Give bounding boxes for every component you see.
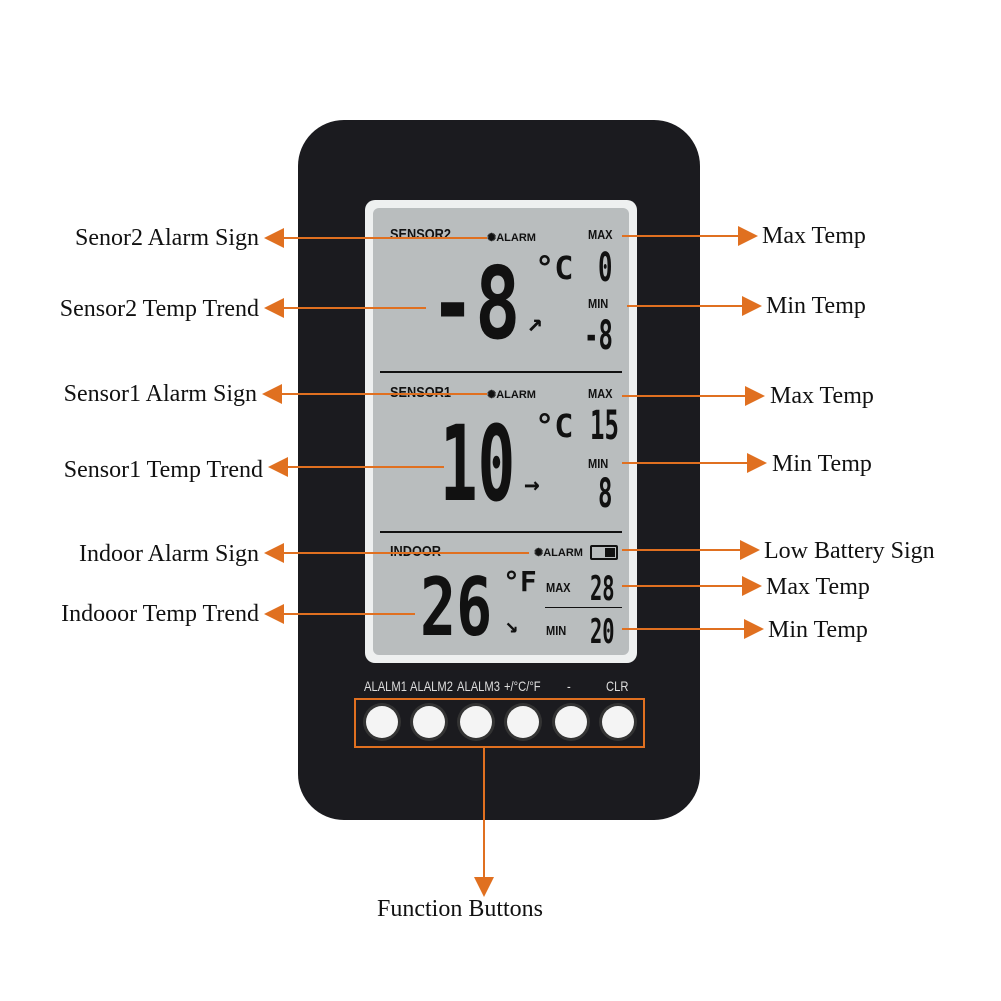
alarm3-button[interactable]: [460, 706, 492, 738]
indoor-alarm-icon: ✺ALARM: [534, 547, 583, 559]
button-label: ALALM2: [410, 678, 453, 694]
annotation-label: Sensor1 Temp Trend: [63, 457, 263, 483]
sensor2-alarm-icon: ✺ALARM: [487, 232, 536, 244]
annotation-label: Max Temp: [770, 383, 874, 409]
button-label: ALALM1: [364, 678, 407, 694]
indoor-max-value: 28: [590, 569, 615, 609]
low-battery-icon: [590, 545, 618, 560]
annotation-label: Senor2 Alarm Sign: [75, 225, 259, 251]
sensor1-min-label: MIN: [588, 456, 609, 471]
sensor1-min-value: 8: [598, 471, 613, 517]
annotation-label: Min Temp: [766, 293, 866, 319]
annotation-label: Min Temp: [772, 451, 872, 477]
annotation-label: Max Temp: [762, 223, 866, 249]
button-label: -: [567, 678, 571, 694]
annotation-label: Low Battery Sign: [764, 538, 935, 564]
sensor1-label: SENSOR1: [390, 384, 451, 401]
indoor-trend-arrow-icon: ↘: [505, 613, 519, 638]
indoor-unit: °F: [503, 565, 537, 598]
sensor1-max-value: 15: [590, 403, 619, 449]
sensor2-min-value: -8: [584, 313, 613, 359]
sensor1-alarm-icon: ✺ALARM: [487, 389, 536, 401]
annotation-label: Sensor2 Temp Trend: [59, 296, 259, 322]
annotation-label: Sensor1 Alarm Sign: [63, 381, 257, 407]
indoor-label: INDOOR: [390, 543, 441, 560]
sensor2-max-value: 0: [598, 245, 613, 291]
buttons-highlight-box: [354, 698, 645, 748]
sensor2-temp: -8: [430, 245, 521, 362]
sensor1-unit: °C: [535, 407, 574, 445]
indoor-min-label: MIN: [546, 623, 567, 638]
annotation-label: Max Temp: [766, 574, 870, 600]
sensor2-trend-arrow-icon: ↗: [527, 308, 543, 338]
indoor-min-value: 20: [590, 612, 615, 652]
function-buttons-label: Function Buttons: [377, 896, 544, 922]
divider: [380, 371, 622, 373]
sensor1-trend-arrow-icon: →: [524, 470, 540, 500]
sensor1-max-label: MAX: [588, 386, 613, 401]
minus-button[interactable]: [555, 706, 587, 738]
button-label: CLR: [606, 678, 629, 694]
plus-unit-button[interactable]: [507, 706, 539, 738]
alarm1-button[interactable]: [366, 706, 398, 738]
divider: [380, 531, 622, 533]
indoor-temp: 26: [420, 561, 493, 654]
sensor2-min-label: MIN: [588, 296, 609, 311]
button-label: +/°C/°F: [504, 678, 541, 694]
sensor1-temp: 10: [440, 403, 516, 525]
button-label: ALALM3: [457, 678, 500, 694]
annotation-label: Min Temp: [768, 617, 868, 643]
annotation-label: Indooor Temp Trend: [61, 601, 259, 627]
sensor2-max-label: MAX: [588, 227, 613, 242]
clear-button[interactable]: [602, 706, 634, 738]
lcd-screen: [373, 208, 629, 655]
alarm2-button[interactable]: [413, 706, 445, 738]
indoor-max-label: MAX: [546, 580, 571, 595]
sensor2-unit: °C: [535, 249, 574, 287]
annotation-label: Indoor Alarm Sign: [79, 541, 259, 567]
divider: [545, 607, 622, 608]
